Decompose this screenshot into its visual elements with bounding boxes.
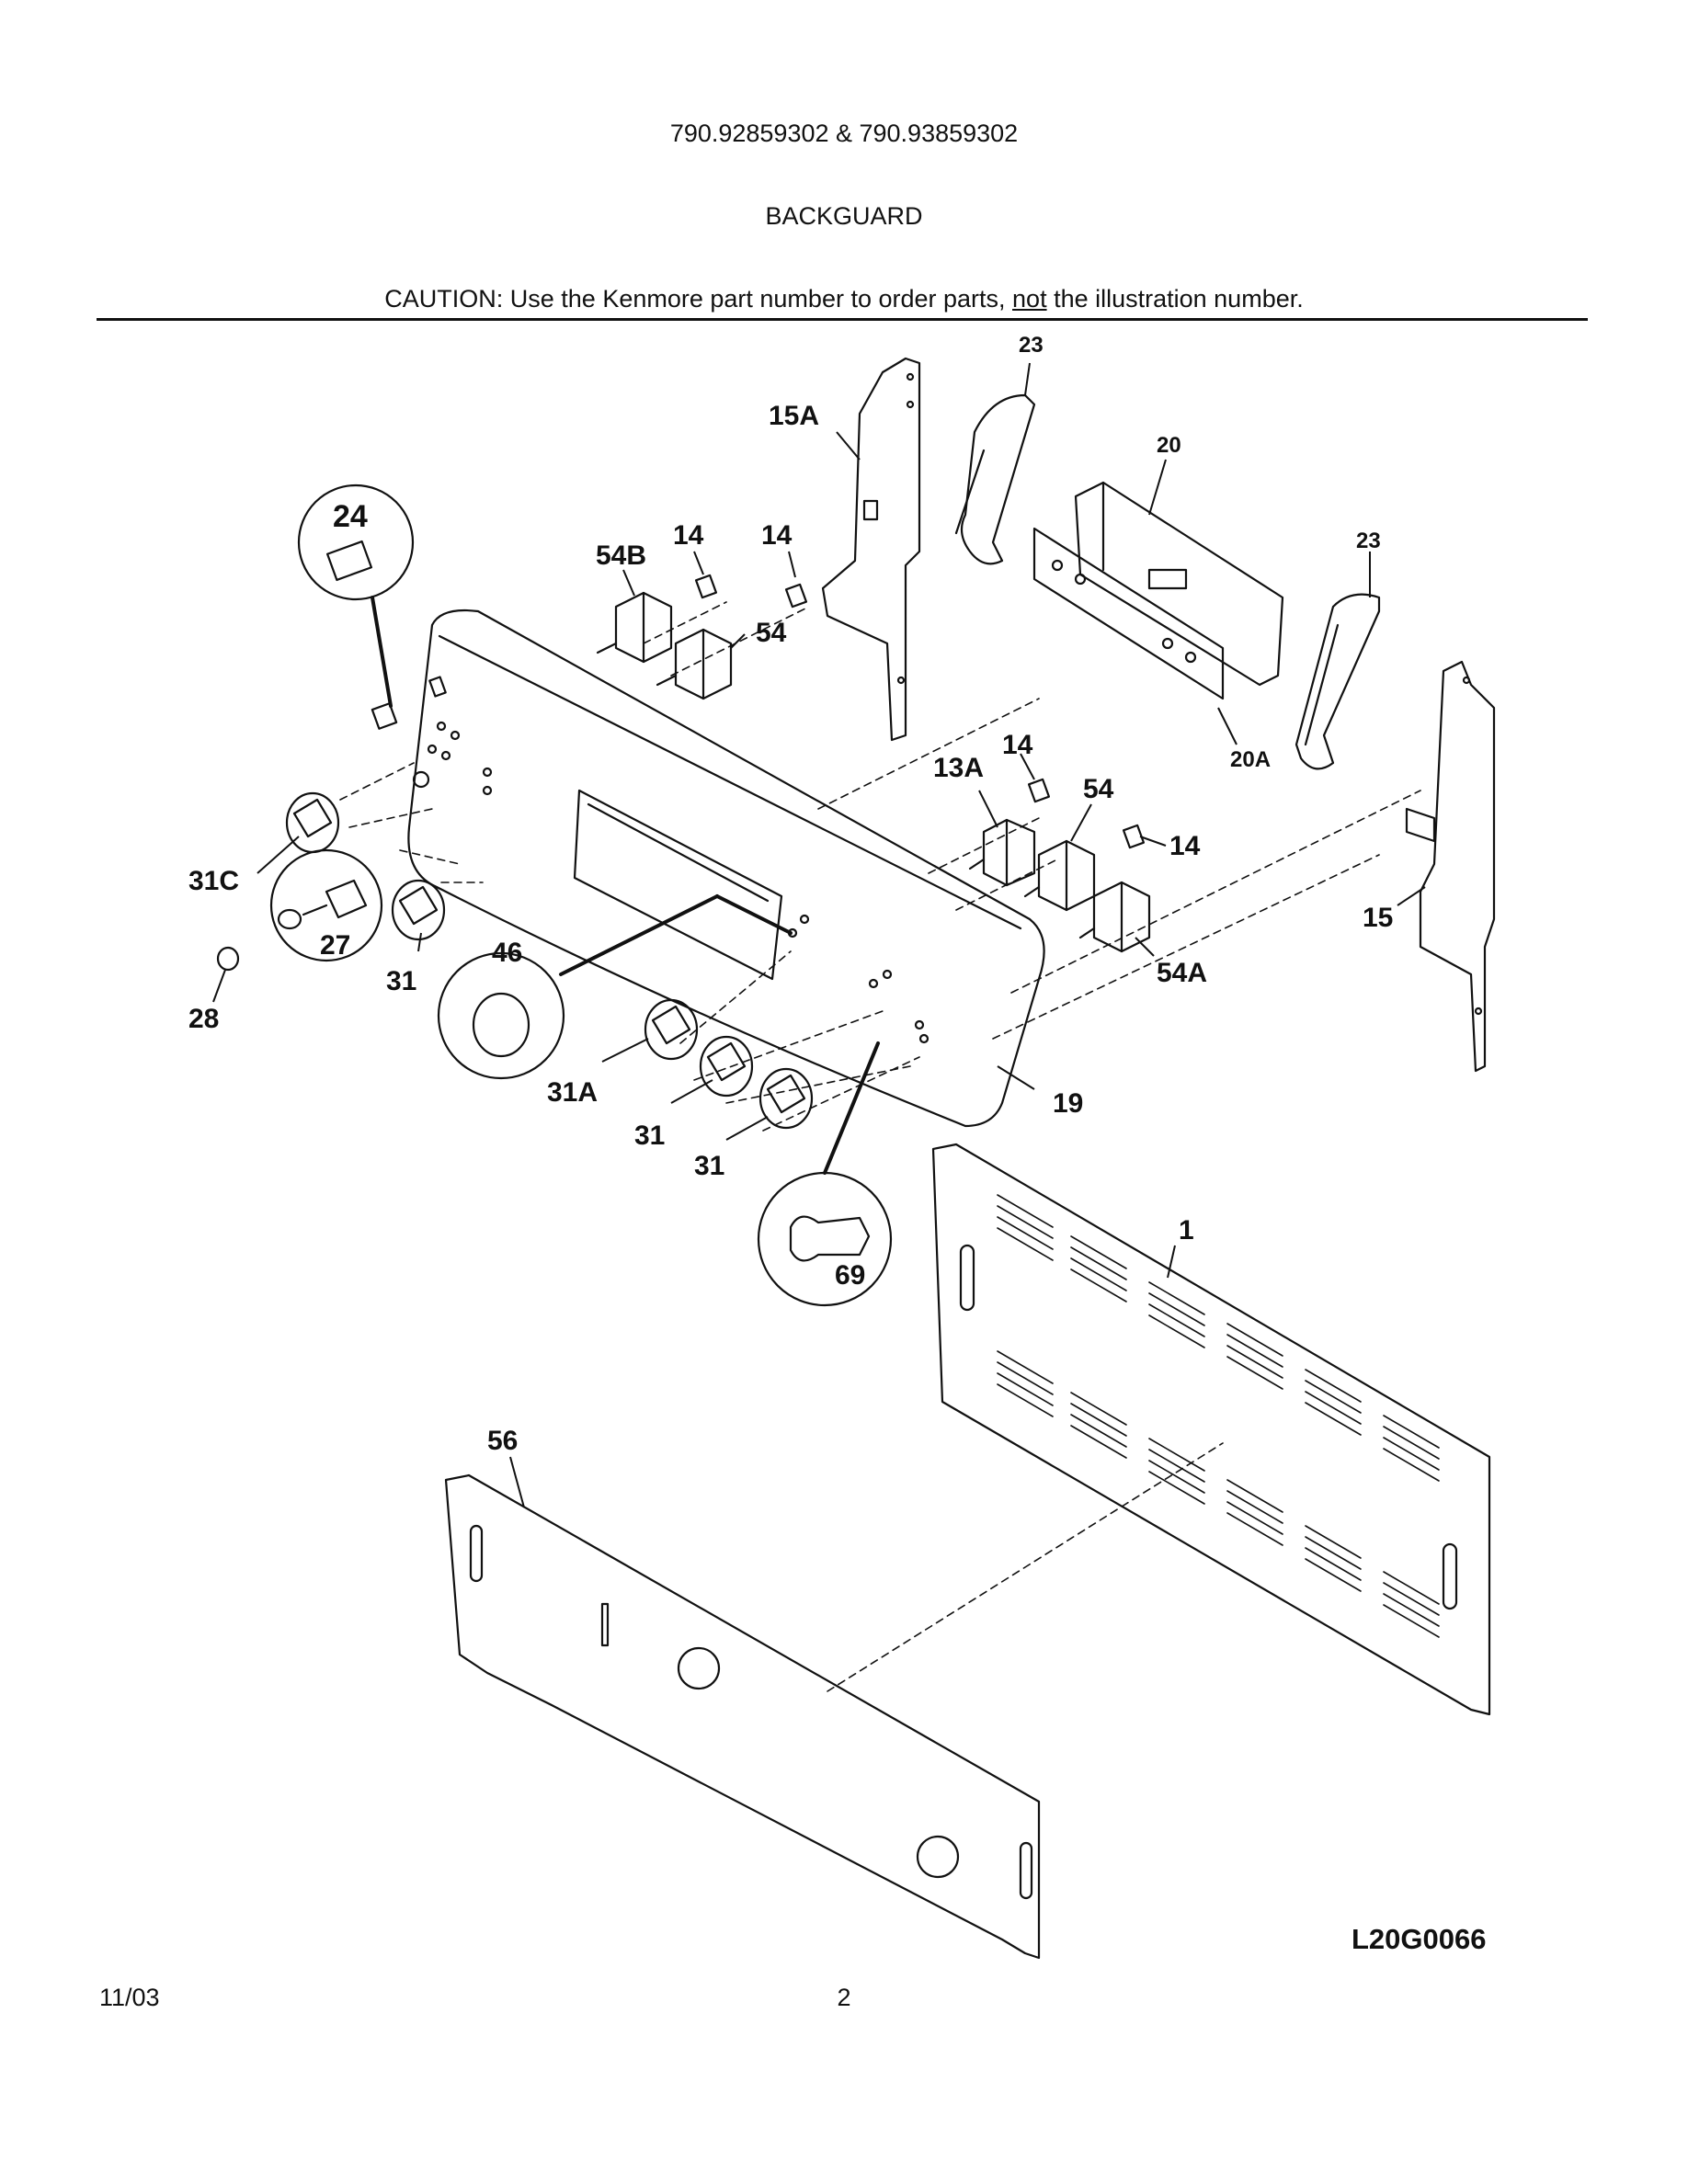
callout-23-left: 23	[1019, 333, 1044, 358]
callout-31-right: 31	[694, 1151, 724, 1181]
header-rule	[97, 318, 1588, 321]
detail-circle-69	[757, 1041, 893, 1307]
caution-notice: CAUTION: Use the Kenmore part number to …	[0, 285, 1688, 313]
callout-31-left: 31	[386, 966, 416, 996]
section-title: BACKGUARD	[765, 202, 923, 230]
rear-panel-1	[931, 1143, 1491, 1716]
control-knob-31-right	[758, 1067, 814, 1130]
indicator-light-14-a	[694, 574, 718, 599]
drawing-code: L20G0066	[1352, 1923, 1487, 1955]
indicator-light-14-c	[1027, 778, 1051, 803]
end-cap-23-left	[954, 393, 1036, 565]
callout-46: 46	[492, 938, 522, 968]
callout-14-a: 14	[673, 520, 704, 551]
knob-insert-28	[216, 946, 240, 972]
caution-suffix: the illustration number.	[1046, 285, 1304, 313]
callout-20: 20	[1157, 433, 1181, 458]
control-knob-31-left	[391, 879, 446, 941]
model-numbers: 790.92859302 & 790.93859302	[669, 119, 1019, 147]
callout-15: 15	[1363, 903, 1393, 933]
callout-54B: 54B	[596, 540, 646, 571]
callout-15A: 15A	[769, 401, 819, 431]
rear-panel-vents	[997, 1194, 1440, 1638]
control-knob-31C	[285, 791, 340, 854]
control-knob-31-mid	[699, 1035, 754, 1098]
callout-14-d: 14	[1169, 831, 1201, 861]
leader-lines	[212, 362, 1426, 1508]
infinite-switch-54-top	[656, 628, 733, 700]
infinite-switch-54B	[596, 591, 673, 664]
backguard-console-panel	[407, 609, 1045, 1128]
callout-14-c: 14	[1002, 730, 1033, 760]
side-bracket-15A	[821, 357, 921, 742]
indicator-light-14-d	[1122, 824, 1146, 849]
callout-31-mid: 31	[634, 1120, 665, 1151]
callout-31C: 31C	[188, 866, 239, 896]
callout-69: 69	[835, 1260, 865, 1291]
control-overlay-20A	[1032, 527, 1225, 700]
callout-27: 27	[320, 930, 350, 961]
callout-23-right: 23	[1356, 529, 1381, 553]
indicator-light-14-b	[784, 583, 808, 609]
detail-circle-27	[269, 848, 383, 962]
callout-13A: 13A	[933, 753, 984, 783]
electronic-control-board	[1074, 481, 1284, 687]
callout-labels: 23 15A 20 24 54B 14 14 23 54 14 13A 20A …	[188, 333, 1393, 1456]
page-number: 2	[837, 1984, 851, 2011]
callout-54-top: 54	[756, 618, 787, 648]
footer-date: 11/03	[99, 1984, 160, 2011]
assembly-dashed-lines	[339, 601, 1421, 1692]
callout-31A: 31A	[547, 1077, 598, 1108]
callout-28: 28	[188, 1004, 219, 1034]
infinite-switch-13A	[968, 818, 1036, 887]
side-bracket-15	[1405, 660, 1496, 1073]
detail-circle-46	[437, 894, 793, 1080]
callout-20A: 20A	[1230, 747, 1271, 772]
callout-19: 19	[1053, 1088, 1083, 1119]
callout-54A: 54A	[1157, 958, 1207, 988]
callout-54-mid: 54	[1083, 774, 1114, 804]
callout-14-b: 14	[761, 520, 793, 551]
control-knob-31A	[644, 998, 699, 1061]
bottom-support-56	[444, 1473, 1041, 1960]
callout-56: 56	[487, 1426, 518, 1456]
infinite-switch-54A	[1078, 881, 1151, 953]
callout-1: 1	[1179, 1215, 1194, 1246]
detail-circle-24	[297, 483, 415, 730]
caution-emphasis: not	[1012, 285, 1047, 313]
end-cap-23-right	[1295, 593, 1381, 770]
callout-24: 24	[333, 499, 368, 534]
caution-prefix: CAUTION: Use the Kenmore part number to …	[384, 285, 1013, 313]
infinite-switch-54-mid	[1023, 839, 1096, 912]
